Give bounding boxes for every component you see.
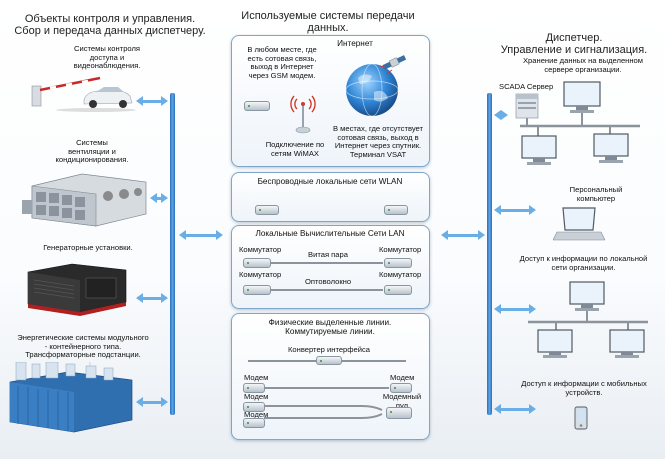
wimax-antenna-image — [290, 95, 316, 134]
globe-satellite-image — [345, 55, 407, 117]
hvac-unit-image — [22, 173, 147, 227]
twisted-pair-cable — [270, 262, 383, 264]
right-title: Диспетчер. Управление и сигнализация. — [500, 32, 648, 56]
lan-access-label: Доступ к информации по локальной сети ор… — [519, 254, 648, 272]
hvac-label: Системы вентиляции и кондиционирования. — [55, 138, 129, 165]
lan-switch-label-3: Коммутатор — [239, 270, 282, 279]
converter-label: Конвертер интерфейса — [287, 345, 371, 354]
lan-switch-label-4: Коммутатор — [379, 270, 422, 279]
lan-switch-label-1: Коммутатор — [239, 245, 282, 254]
vsat-text: В местах, где отсутствует сотовая связь,… — [333, 124, 423, 159]
arrow-bus-to-scada — [494, 110, 508, 120]
wlan-title: Беспроводные локальные сети WLAN — [257, 177, 403, 186]
arrow-energy-to-bus — [136, 397, 168, 407]
twisted-pair-label: Витая пара — [308, 250, 348, 259]
lan-title: Локальные Вычислительные Сети LAN — [255, 229, 405, 238]
fiber-label: Оптоволокно — [304, 277, 352, 286]
modem-pool-lines — [264, 405, 383, 419]
arrow-bus-to-mobile — [494, 404, 536, 414]
arrow-bus-to-pc — [494, 205, 536, 215]
lan-switch-3 — [243, 285, 271, 295]
generator-image — [27, 263, 127, 316]
scada-server-label: SCADA Сервер — [499, 82, 554, 91]
internet-title: Интернет — [337, 39, 373, 48]
physical-lines-title: Физические выделенные линии. Коммутируем… — [268, 318, 392, 336]
generator-label: Генераторные установки. — [43, 243, 133, 252]
modem-pool-device — [386, 407, 412, 419]
modem-label-3: Модем — [244, 392, 269, 401]
access-control-label: Системы контроля доступа и видеонаблюден… — [73, 44, 141, 71]
arrow-hvac-to-bus — [150, 193, 168, 203]
modem-label-4: Модем — [244, 410, 269, 419]
laptop-image — [553, 207, 605, 241]
modem-2 — [390, 383, 412, 393]
left-title: Объекты контроля и управления. Сбор и пе… — [14, 13, 206, 37]
modem-pool-label: Модемный пул — [382, 392, 422, 410]
pc-label: Персональный компьютер — [569, 185, 623, 203]
lan-switch-2 — [384, 258, 412, 268]
modem-label-2: Модем — [390, 373, 415, 382]
gsm-text: В любом месте, где есть сотовая связь, в… — [247, 45, 317, 80]
server-storage-label: Хранение данных на выделенном сервере ор… — [522, 56, 643, 74]
arrow-center-to-right-bus — [441, 230, 485, 240]
right-bus-bar — [487, 93, 492, 415]
mobile-phone-icon — [574, 406, 588, 430]
mobile-access-label: Доступ к информации с мобильных устройст… — [521, 379, 647, 397]
wlan-device-right — [384, 205, 408, 215]
lan-switch-4 — [384, 285, 412, 295]
wlan-device-left — [255, 205, 279, 215]
barrier-and-car-image — [31, 76, 136, 112]
lan-network-image — [528, 281, 648, 358]
arrow-bus-to-lan-access — [494, 304, 536, 314]
left-bus-bar — [170, 93, 175, 415]
arrow-left-bus-to-center — [179, 230, 223, 240]
scada-network-image — [515, 81, 640, 165]
gsm-modem-device — [244, 101, 270, 111]
center-title: Используемые системы передачи данных. — [241, 10, 415, 34]
fiber-cable — [270, 289, 383, 291]
lan-switch-1 — [243, 258, 271, 268]
modem-label-1: Модем — [244, 373, 269, 382]
wimax-text: Подключение по сетям WiMAX — [265, 140, 325, 158]
modem-4 — [243, 418, 265, 428]
energy-systems-label: Энергетические системы модульного - конт… — [17, 333, 149, 360]
arrow-access-to-bus — [136, 96, 168, 106]
container-substation-image — [9, 362, 133, 433]
modem-line-1 — [264, 387, 389, 389]
interface-converter-device — [316, 356, 342, 365]
arrow-generator-to-bus — [136, 293, 168, 303]
lan-switch-label-2: Коммутатор — [379, 245, 422, 254]
